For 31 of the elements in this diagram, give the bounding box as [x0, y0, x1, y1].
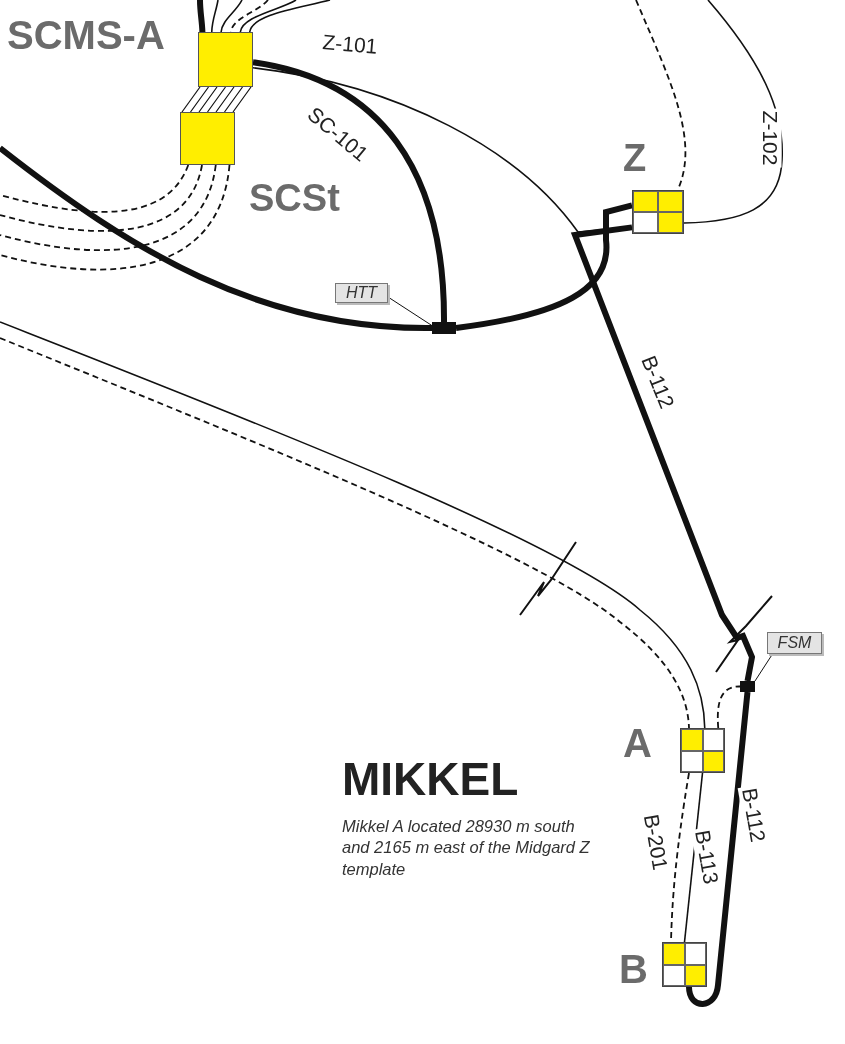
leader-line [387, 296, 433, 327]
pipeline [0, 145, 433, 331]
location-note: Mikkel A located 28930 m south and 2165 m east of the Midgard Z template [342, 816, 591, 880]
pipeline-fitting [740, 681, 755, 692]
pipeline [220, 0, 243, 33]
pipeline-fitting [432, 322, 456, 334]
pipeline [686, 691, 751, 1007]
leader-line [754, 653, 773, 682]
structure-label: SCMS-A [7, 15, 165, 55]
pipeline [252, 59, 447, 323]
pipeline [0, 164, 231, 271]
pipeline [455, 202, 633, 331]
pipeline [239, 0, 297, 33]
field-heading: MIKKEL [342, 752, 519, 806]
structure-label: Z [623, 139, 647, 177]
pipeline [0, 164, 217, 252]
structure-label: B [619, 949, 648, 989]
pipeline [248, 0, 331, 33]
pipeline [210, 0, 219, 33]
pipeline [570, 224, 756, 682]
structure-label: SCSt [249, 179, 340, 217]
pipeline [716, 685, 741, 729]
hatched-link [181, 86, 201, 113]
tag-label: FSM [767, 632, 822, 654]
pipeline [0, 164, 203, 232]
pipeline [683, 772, 704, 943]
structure-label: A [623, 723, 652, 763]
tag-label: HTT [335, 283, 388, 303]
pipeline [0, 164, 190, 213]
pipeline [197, 0, 206, 33]
pipeline [683, 0, 783, 224]
